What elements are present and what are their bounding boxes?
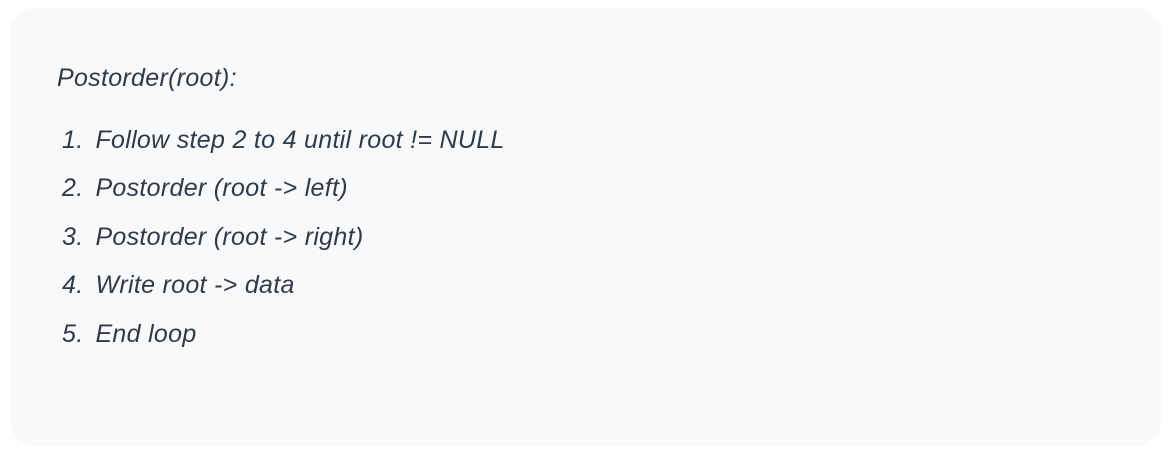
step-text: Postorder (root -> right)	[95, 222, 364, 251]
step-number: 4.	[62, 271, 84, 300]
step-text: End loop	[95, 319, 197, 348]
step-text: Write root -> data	[95, 271, 295, 300]
step-number: 5.	[62, 319, 84, 348]
step-item: 1. Follow step 2 to 4 until root != NULL	[62, 116, 1162, 165]
step-item: 4. Write root -> data	[62, 262, 1162, 311]
algorithm-title: Postorder(root):	[57, 64, 237, 92]
step-number: 2.	[62, 174, 84, 203]
step-item: 5. End loop	[62, 310, 1162, 359]
step-item: 2. Postorder (root -> left)	[62, 165, 1162, 214]
step-text: Postorder (root -> left)	[95, 174, 348, 203]
step-item: 3. Postorder (root -> right)	[62, 213, 1162, 262]
step-text: Follow step 2 to 4 until root != NULL	[95, 125, 505, 154]
steps-list: 1. Follow step 2 to 4 until root != NULL 2…	[62, 116, 1162, 359]
pseudocode-card: Postorder(root): 1. Follow step 2 to 4 un…	[10, 8, 1162, 446]
step-number: 1.	[62, 125, 84, 154]
step-number: 3.	[62, 222, 84, 251]
